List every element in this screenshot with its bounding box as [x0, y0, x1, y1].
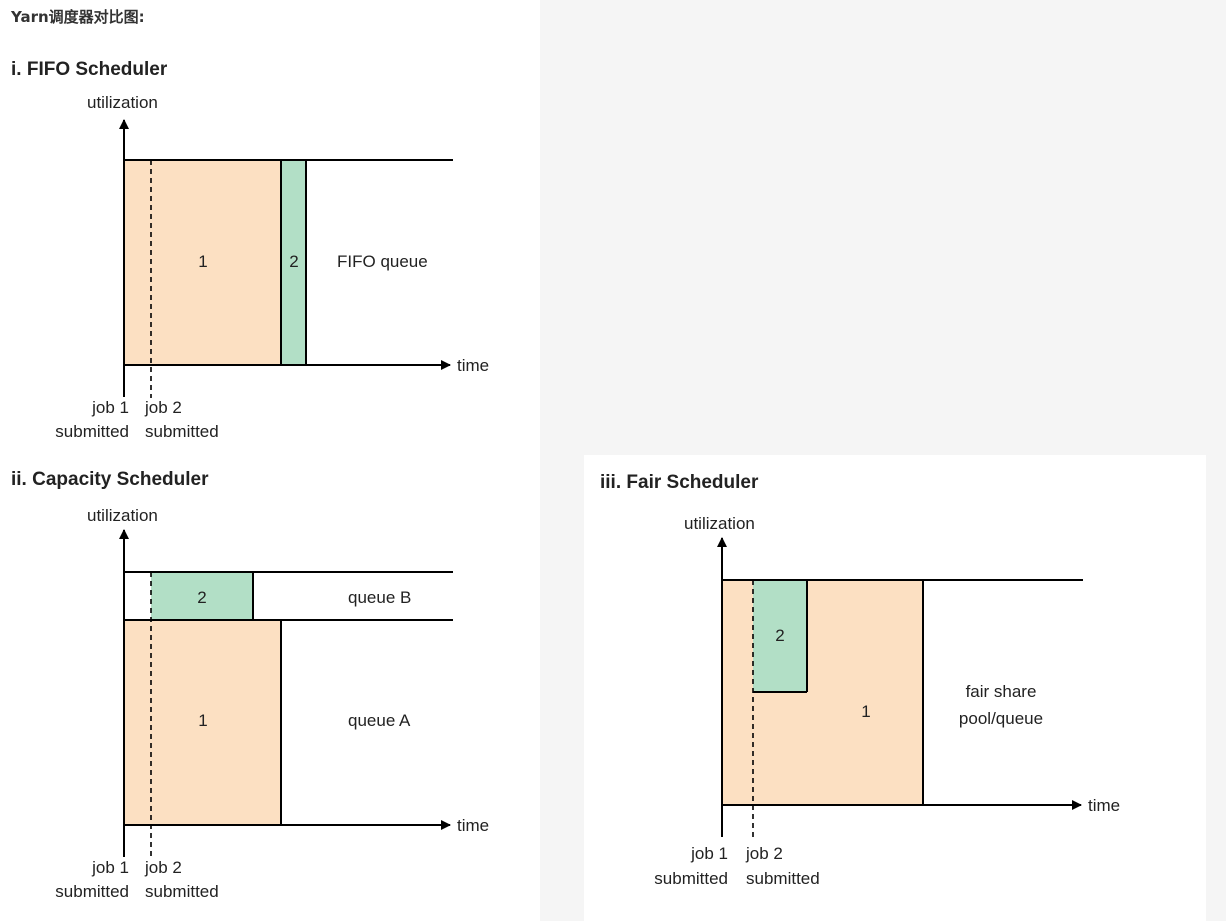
page-heading: Yarn调度器对比图:: [11, 8, 145, 26]
capacity-job2-submitted-line2: submitted: [145, 882, 219, 901]
fair-y-axis-label: utilization: [684, 514, 755, 533]
fifo-job2-label: 2: [289, 252, 298, 271]
fair-diagram: iii. Fair Scheduler utilization 2 1 fair…: [600, 472, 1120, 888]
fifo-y-axis-label: utilization: [87, 93, 158, 112]
fair-job1-label: 1: [861, 702, 870, 721]
capacity-job2-label: 2: [197, 588, 206, 607]
fifo-job2-submitted-line2: submitted: [145, 422, 219, 441]
fifo-queue-label: FIFO queue: [337, 252, 428, 271]
fifo-x-axis-label: time: [457, 356, 489, 375]
capacity-diagram: ii. Capacity Scheduler utilization 2 1 q…: [11, 469, 489, 901]
fifo-job2-block: [281, 160, 306, 365]
fair-x-axis-label: time: [1088, 796, 1120, 815]
capacity-job2-submitted-line1: job 2: [144, 858, 182, 877]
capacity-queue-b-label: queue B: [348, 588, 411, 607]
fair-job1-submitted-line2: submitted: [654, 869, 728, 888]
fifo-job1-submitted-line1: job 1: [91, 398, 129, 417]
fair-job2-submitted-line2: submitted: [746, 869, 820, 888]
fair-job1-block: [722, 580, 923, 805]
fifo-job1-submitted-line2: submitted: [55, 422, 129, 441]
fifo-job2-submitted-line1: job 2: [144, 398, 182, 417]
capacity-job1-submitted-line2: submitted: [55, 882, 129, 901]
capacity-queue-a-label: queue A: [348, 711, 411, 730]
fair-job2-label: 2: [775, 626, 784, 645]
capacity-job1-block: [124, 620, 281, 825]
capacity-title: ii. Capacity Scheduler: [11, 469, 209, 490]
fair-job2-submitted-line1: job 2: [745, 844, 783, 863]
capacity-x-axis-label: time: [457, 816, 489, 835]
fifo-job1-block: [124, 160, 281, 365]
fair-pool-label-line1: fair share: [966, 682, 1037, 701]
fair-job1-submitted-line1: job 1: [690, 844, 728, 863]
fifo-job1-label: 1: [198, 252, 207, 271]
fifo-title: i. FIFO Scheduler: [11, 59, 168, 80]
fair-job2-block: [753, 580, 807, 692]
fair-title: iii. Fair Scheduler: [600, 472, 759, 493]
capacity-y-axis-label: utilization: [87, 506, 158, 525]
capacity-job2-block: [151, 572, 253, 620]
capacity-job1-label: 1: [198, 711, 207, 730]
capacity-job1-submitted-line1: job 1: [91, 858, 129, 877]
fair-pool-label-line2: pool/queue: [959, 709, 1043, 728]
fifo-diagram: i. FIFO Scheduler utilization 1 2 FIFO q…: [11, 59, 489, 441]
